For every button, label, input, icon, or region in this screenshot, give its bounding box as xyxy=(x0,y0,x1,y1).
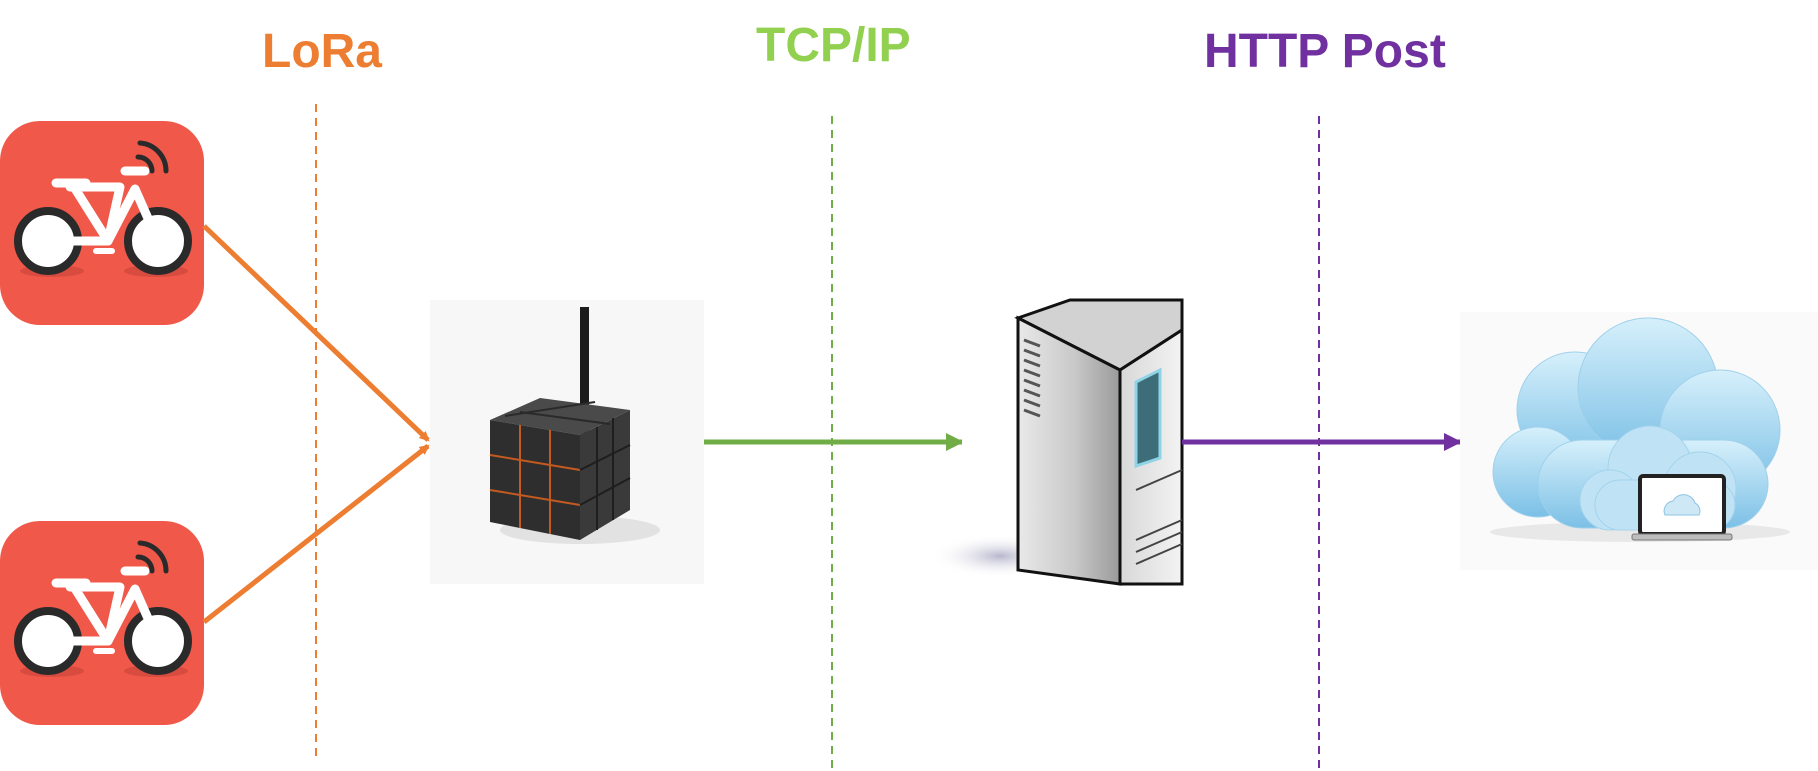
server-icon xyxy=(930,298,1184,586)
lora-arrow-top xyxy=(202,224,430,442)
bike-app-icon xyxy=(0,521,204,725)
lora-arrow-bottom xyxy=(202,444,430,624)
http-post-label: HTTP Post xyxy=(1204,25,1446,78)
lora-label: LoRa xyxy=(262,25,382,78)
laptop-icon xyxy=(1631,474,1733,541)
lora-gateway-icon xyxy=(430,300,704,584)
cloud-icon xyxy=(1460,312,1818,570)
tcpip-label: TCP/IP xyxy=(756,19,911,72)
bike-app-icon xyxy=(0,121,204,325)
